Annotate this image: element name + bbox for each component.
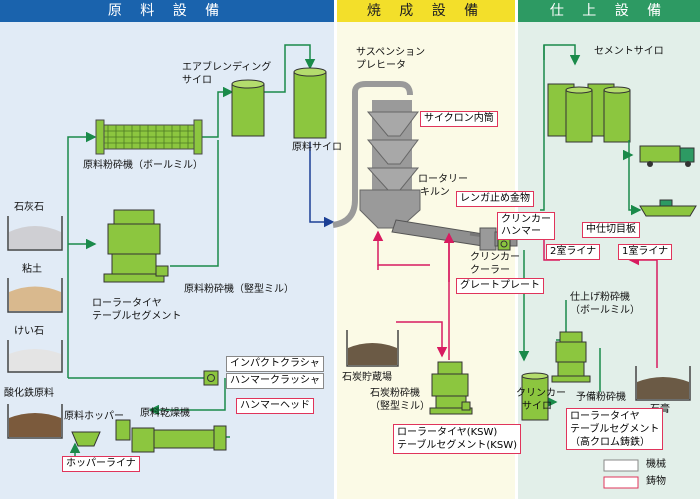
preheater-label-1: サスペンション xyxy=(356,47,426,58)
clinker-silo-label-2: サイロ xyxy=(522,401,552,412)
coal-mill-label-1: 石炭粉砕機 xyxy=(370,388,420,399)
finish-mill-label-1: 仕上げ粉砕機 xyxy=(570,292,630,303)
ship-icon xyxy=(639,199,697,217)
legend-casting-swatch xyxy=(603,476,639,489)
cooler-label-2: クーラー xyxy=(470,265,510,276)
hc-label-3: （高クロム鋳鉄） xyxy=(570,437,650,448)
finish-mill-label-2: （ボールミル） xyxy=(570,305,640,316)
clinker-silo-label-1: クリンカー xyxy=(516,388,566,399)
vertical-mill-label: 原料粉砕機（竪型ミル） xyxy=(184,284,294,295)
hopper-liner-box: ホッパーライナ xyxy=(62,456,140,472)
clay-bin xyxy=(7,278,63,313)
legend-machine-swatch xyxy=(603,459,639,472)
raw-header: 原 料 設 備 xyxy=(0,0,334,22)
legend-casting-label: 鋳物 xyxy=(646,476,666,487)
gypsum-bin xyxy=(635,366,691,401)
grate-plate-box: グレートプレート xyxy=(456,278,544,294)
firing-header: 焼 成 設 備 xyxy=(337,0,515,22)
liner-1-box: 1室ライナ xyxy=(618,244,673,260)
ksw-label-1: ローラータイヤ(KSW) xyxy=(397,427,498,438)
mid-partition-box: 中仕切目板 xyxy=(582,222,640,238)
hc-label-2: テーブルセグメント xyxy=(570,424,660,435)
hammer-crusher-box: ハンマークラッシャ xyxy=(226,373,324,389)
silica-bin xyxy=(7,340,63,373)
clinker-silo-shape xyxy=(521,372,549,421)
ball-mill xyxy=(95,119,203,155)
hammer-head-box: ハンマーヘッド xyxy=(236,398,314,414)
suspension-preheater xyxy=(332,81,421,229)
impact-crusher-box: インパクトクラシャ xyxy=(226,356,324,372)
cement-silos xyxy=(547,83,631,143)
iron-oxide-bin xyxy=(7,404,63,439)
clay-label: 粘土 xyxy=(22,264,42,275)
high-chrome-box: ローラータイヤテーブルセグメント （高クロム鋳鉄） xyxy=(566,408,664,450)
roller-tire-label-1: ローラータイヤ xyxy=(92,298,162,309)
limestone-label: 石灰石 xyxy=(14,202,44,213)
legend-machine-label: 機械 xyxy=(646,459,666,470)
blending-silo xyxy=(231,79,265,137)
ball-mill-label: 原料粉砕機（ボールミル） xyxy=(83,160,203,171)
liner-2-box: 2室ライナ xyxy=(546,244,601,260)
limestone-bin xyxy=(7,216,63,251)
clinker-hammer-box: クリンカーハンマー xyxy=(497,212,555,240)
silica-label: けい石 xyxy=(14,326,44,337)
raw-silo-label: 原料サイロ xyxy=(292,142,342,153)
pre-mill-label: 予備粉砕機 xyxy=(576,392,626,403)
raw-silo-shape xyxy=(293,67,327,139)
finish-mill xyxy=(551,331,591,383)
blending-silo-label-2: サイロ xyxy=(182,75,212,86)
truck-icon xyxy=(639,145,695,167)
hopper-dryer xyxy=(71,419,227,453)
preheater-label-2: プレヒータ xyxy=(356,60,406,71)
coal-vertical-mill xyxy=(429,361,473,415)
cooler-label-1: クリンカー xyxy=(470,252,520,263)
hopper-label: 原料ホッパー xyxy=(64,411,124,422)
ksw-box: ローラータイヤ(KSW) テーブルセグメント(KSW) xyxy=(393,424,521,454)
brick-stopper-box: レンガ止め金物 xyxy=(456,191,534,207)
iron-oxide-label: 酸化鉄原料 xyxy=(4,388,54,399)
coal-storage-bin xyxy=(346,330,399,367)
kiln-label-2: キルン xyxy=(420,187,450,198)
cement-silo-label: セメントサイロ xyxy=(594,46,664,57)
coal-storage-label: 石炭貯蔵場 xyxy=(342,372,392,383)
blending-silo-label-1: エアブレンディング xyxy=(182,62,272,73)
raw-vertical-mill xyxy=(103,209,169,283)
clinker-hammer-label-2: ハンマー xyxy=(501,226,541,237)
kiln-label-1: ロータリー xyxy=(418,174,468,185)
roller-tire-label-2: テーブルセグメント xyxy=(92,311,182,322)
finish-header: 仕 上 設 備 xyxy=(518,0,700,22)
cyclone-liner-box: サイクロン内筒 xyxy=(420,111,498,127)
clinker-hammer-label-1: クリンカー xyxy=(501,214,551,225)
hc-label-1: ローラータイヤ xyxy=(570,411,640,422)
rotary-kiln xyxy=(391,219,499,251)
dryer-label: 原料乾燥機 xyxy=(140,408,190,419)
ksw-label-2: テーブルセグメント(KSW) xyxy=(397,440,517,451)
coal-mill-label-2: （竪型ミル） xyxy=(370,401,430,412)
crusher-icon xyxy=(203,370,219,386)
